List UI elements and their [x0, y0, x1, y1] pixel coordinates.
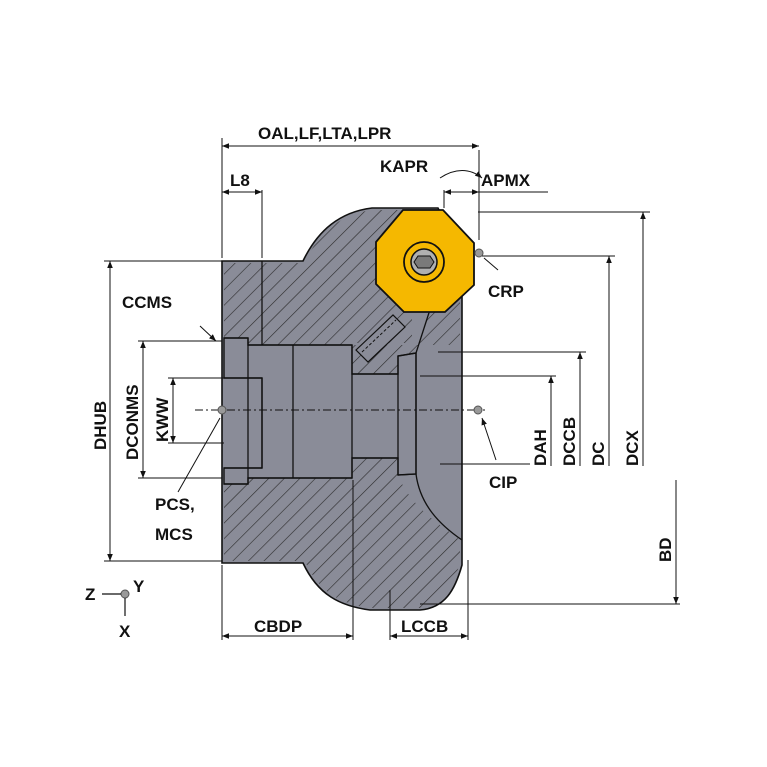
coolant-hole [355, 314, 406, 363]
l8-label: L8 [230, 171, 250, 190]
dcx-label: DCX [623, 429, 642, 466]
bd-label: BD [656, 537, 675, 562]
dhub-label: DHUB [91, 401, 110, 450]
kapr-label: KAPR [380, 157, 428, 176]
dccb-label: DCCB [560, 417, 579, 466]
apmx-label: APMX [481, 171, 531, 190]
kww-label: KWW [153, 397, 172, 442]
lower-section-hatch [224, 458, 460, 608]
dimension-lines [107, 143, 679, 639]
crp-label: CRP [488, 282, 524, 301]
dconms-label: DCONMS [123, 384, 142, 460]
dah-label: DAH [531, 429, 550, 466]
axes-legend [102, 589, 130, 616]
cutting-insert [375, 209, 475, 313]
axis-z-label: Z [85, 585, 95, 604]
dc-label: DC [589, 441, 608, 466]
cip-label: CIP [489, 473, 517, 492]
axis-y-label: Y [133, 577, 145, 596]
axis-x-label: X [119, 622, 131, 641]
pcs-point [217, 405, 227, 415]
mcs-label: MCS [155, 525, 193, 544]
ccms-label: CCMS [122, 293, 172, 312]
pcs-label: PCS, [155, 495, 195, 514]
cbdp-label: CBDP [254, 617, 302, 636]
lccb-label: LCCB [401, 617, 448, 636]
extension-lines [104, 138, 680, 640]
oal-label: OAL,LF,LTA,LPR [258, 124, 391, 143]
crp-point [474, 248, 484, 258]
cip-point [473, 405, 483, 415]
